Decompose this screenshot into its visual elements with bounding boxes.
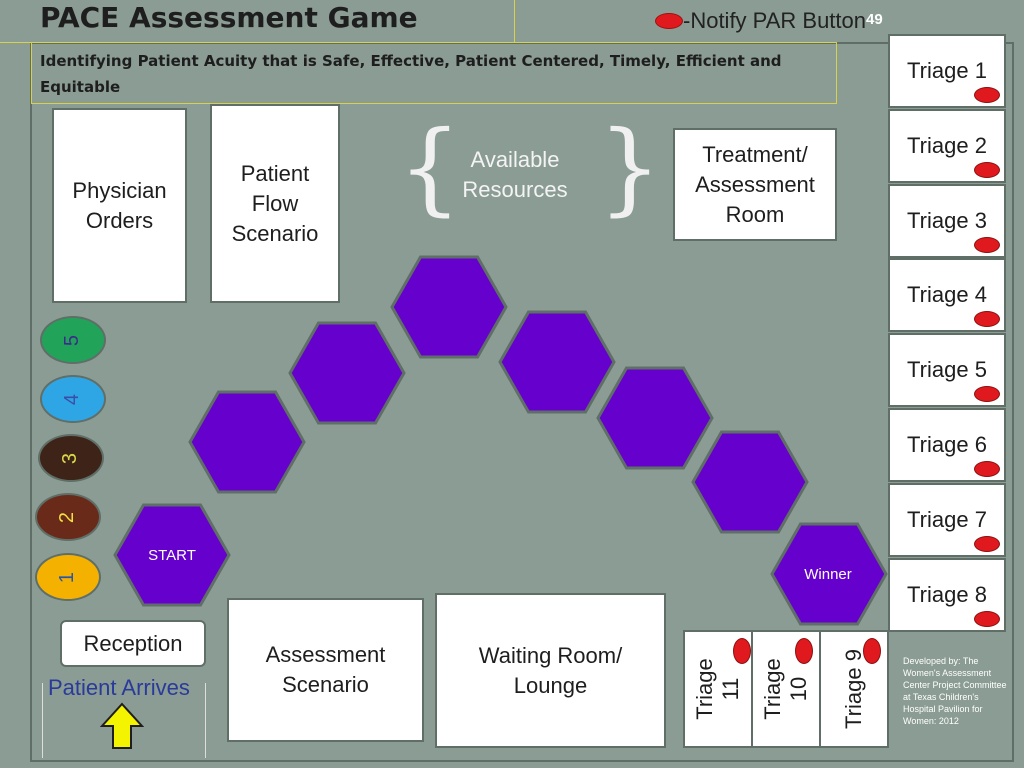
start-label: START [148,547,196,564]
die-3[interactable]: 3 [38,434,104,482]
patient-flow-scenario-card[interactable]: Patient Flow Scenario [210,104,340,303]
hex-1[interactable] [188,390,306,494]
triage-8-par-button-icon[interactable] [974,610,1000,627]
up-arrow-icon [100,702,144,749]
reception-label: Reception [83,630,183,656]
triage-label: Triage 3 [907,207,987,233]
winner-label: Winner [804,566,852,583]
patient-flow-label: Patient Flow Scenario [231,160,319,246]
hex-winner[interactable] [770,522,888,626]
die-5[interactable]: 5 [40,316,106,364]
triage-5-par-button-icon[interactable] [974,386,1000,403]
notify-par-label: -Notify PAR Button [683,8,866,33]
die-label: 5 [61,334,84,346]
entry-line-left [42,683,43,758]
triage-label: Triage 1 [907,58,987,83]
triage-7-room[interactable]: Triage 7 [888,482,1006,557]
triage-6-room[interactable]: Triage 6 [888,408,1006,482]
assessment-scenario-label: Assessment Scenario [265,642,386,697]
triage-4-par-button-icon[interactable] [974,311,1000,328]
available-resources-label: Available Resources [462,147,568,202]
triage-label: Triage 6 [907,432,987,457]
hex-3[interactable] [390,255,508,359]
triage-11-room[interactable]: Triage 11 [683,630,753,748]
treatment-assessment-room-card[interactable]: Treatment/ Assessment Room [673,128,837,241]
reception-card[interactable]: Reception [60,620,206,667]
die-label: 1 [56,571,79,583]
die-2[interactable]: 2 [35,493,101,541]
triage-1-par-button-icon[interactable] [974,87,1000,103]
triage-label: Triage 2 [907,132,987,158]
physician-orders-label: Physician Orders [72,177,167,233]
physician-orders-card[interactable]: Physician Orders [52,108,187,303]
triage-9-room[interactable]: Triage 9 [819,630,889,748]
hex-start[interactable] [113,503,231,607]
notify-par-button-icon[interactable] [655,13,683,29]
subtitle: Identifying Patient Acuity that is Safe,… [40,52,782,96]
triage-1-room[interactable]: Triage 1 [888,34,1006,108]
die-4[interactable]: 4 [40,375,106,423]
triage-9-par-button-icon[interactable] [863,638,881,664]
hex-4[interactable] [498,310,616,414]
triage-label: Triage 4 [907,282,987,308]
treatment-room-label: Treatment/ Assessment Room [695,141,815,227]
assessment-scenario-card[interactable]: Assessment Scenario [227,598,424,742]
page-title: PACE Assessment Game [40,1,418,34]
triage-label: Triage 7 [907,506,987,532]
die-label: 4 [61,393,84,405]
hex-2[interactable] [288,321,406,425]
triage-2-room[interactable]: Triage 2 [888,108,1006,183]
left-brace-icon: { [398,109,462,226]
subtitle-frame [31,42,837,104]
waiting-room-label: Waiting Room/ Lounge [478,642,623,698]
triage-5-room[interactable]: Triage 5 [888,333,1006,408]
notify-par-legend: -Notify PAR Button [655,8,866,34]
triage-6-par-button-icon[interactable] [974,461,1000,477]
credits: Developed by: The Women's Assessment Cen… [903,656,1007,726]
entry-line-right [205,683,206,758]
top-bar [0,0,1024,41]
waiting-room-card[interactable]: Waiting Room/ Lounge [435,593,666,748]
triage-7-par-button-icon[interactable] [974,535,1000,552]
triage-label: Triage 5 [907,357,987,383]
hex-5[interactable] [596,366,714,470]
triage-4-room[interactable]: Triage 4 [888,258,1006,333]
triage-label: Triage 8 [907,581,987,607]
triage-8-room[interactable]: Triage 8 [888,557,1006,632]
triage-10-room[interactable]: Triage 10 [751,630,821,748]
triage-3-par-button-icon[interactable] [974,236,1000,253]
die-label: 3 [59,452,82,464]
triage-9-label: Triage 9 [841,649,866,729]
triage-10-par-button-icon[interactable] [795,638,813,664]
hex-6[interactable] [691,430,809,534]
triage-2-par-button-icon[interactable] [974,161,1000,178]
slide-number: 49 [866,11,883,28]
die-1[interactable]: 1 [35,553,101,601]
die-label: 2 [56,511,79,523]
patient-arrives-label: Patient Arrives [48,675,190,700]
triage-11-par-button-icon[interactable] [733,638,751,664]
right-brace-icon: } [598,109,662,226]
triage-3-room[interactable]: Triage 3 [888,183,1006,258]
